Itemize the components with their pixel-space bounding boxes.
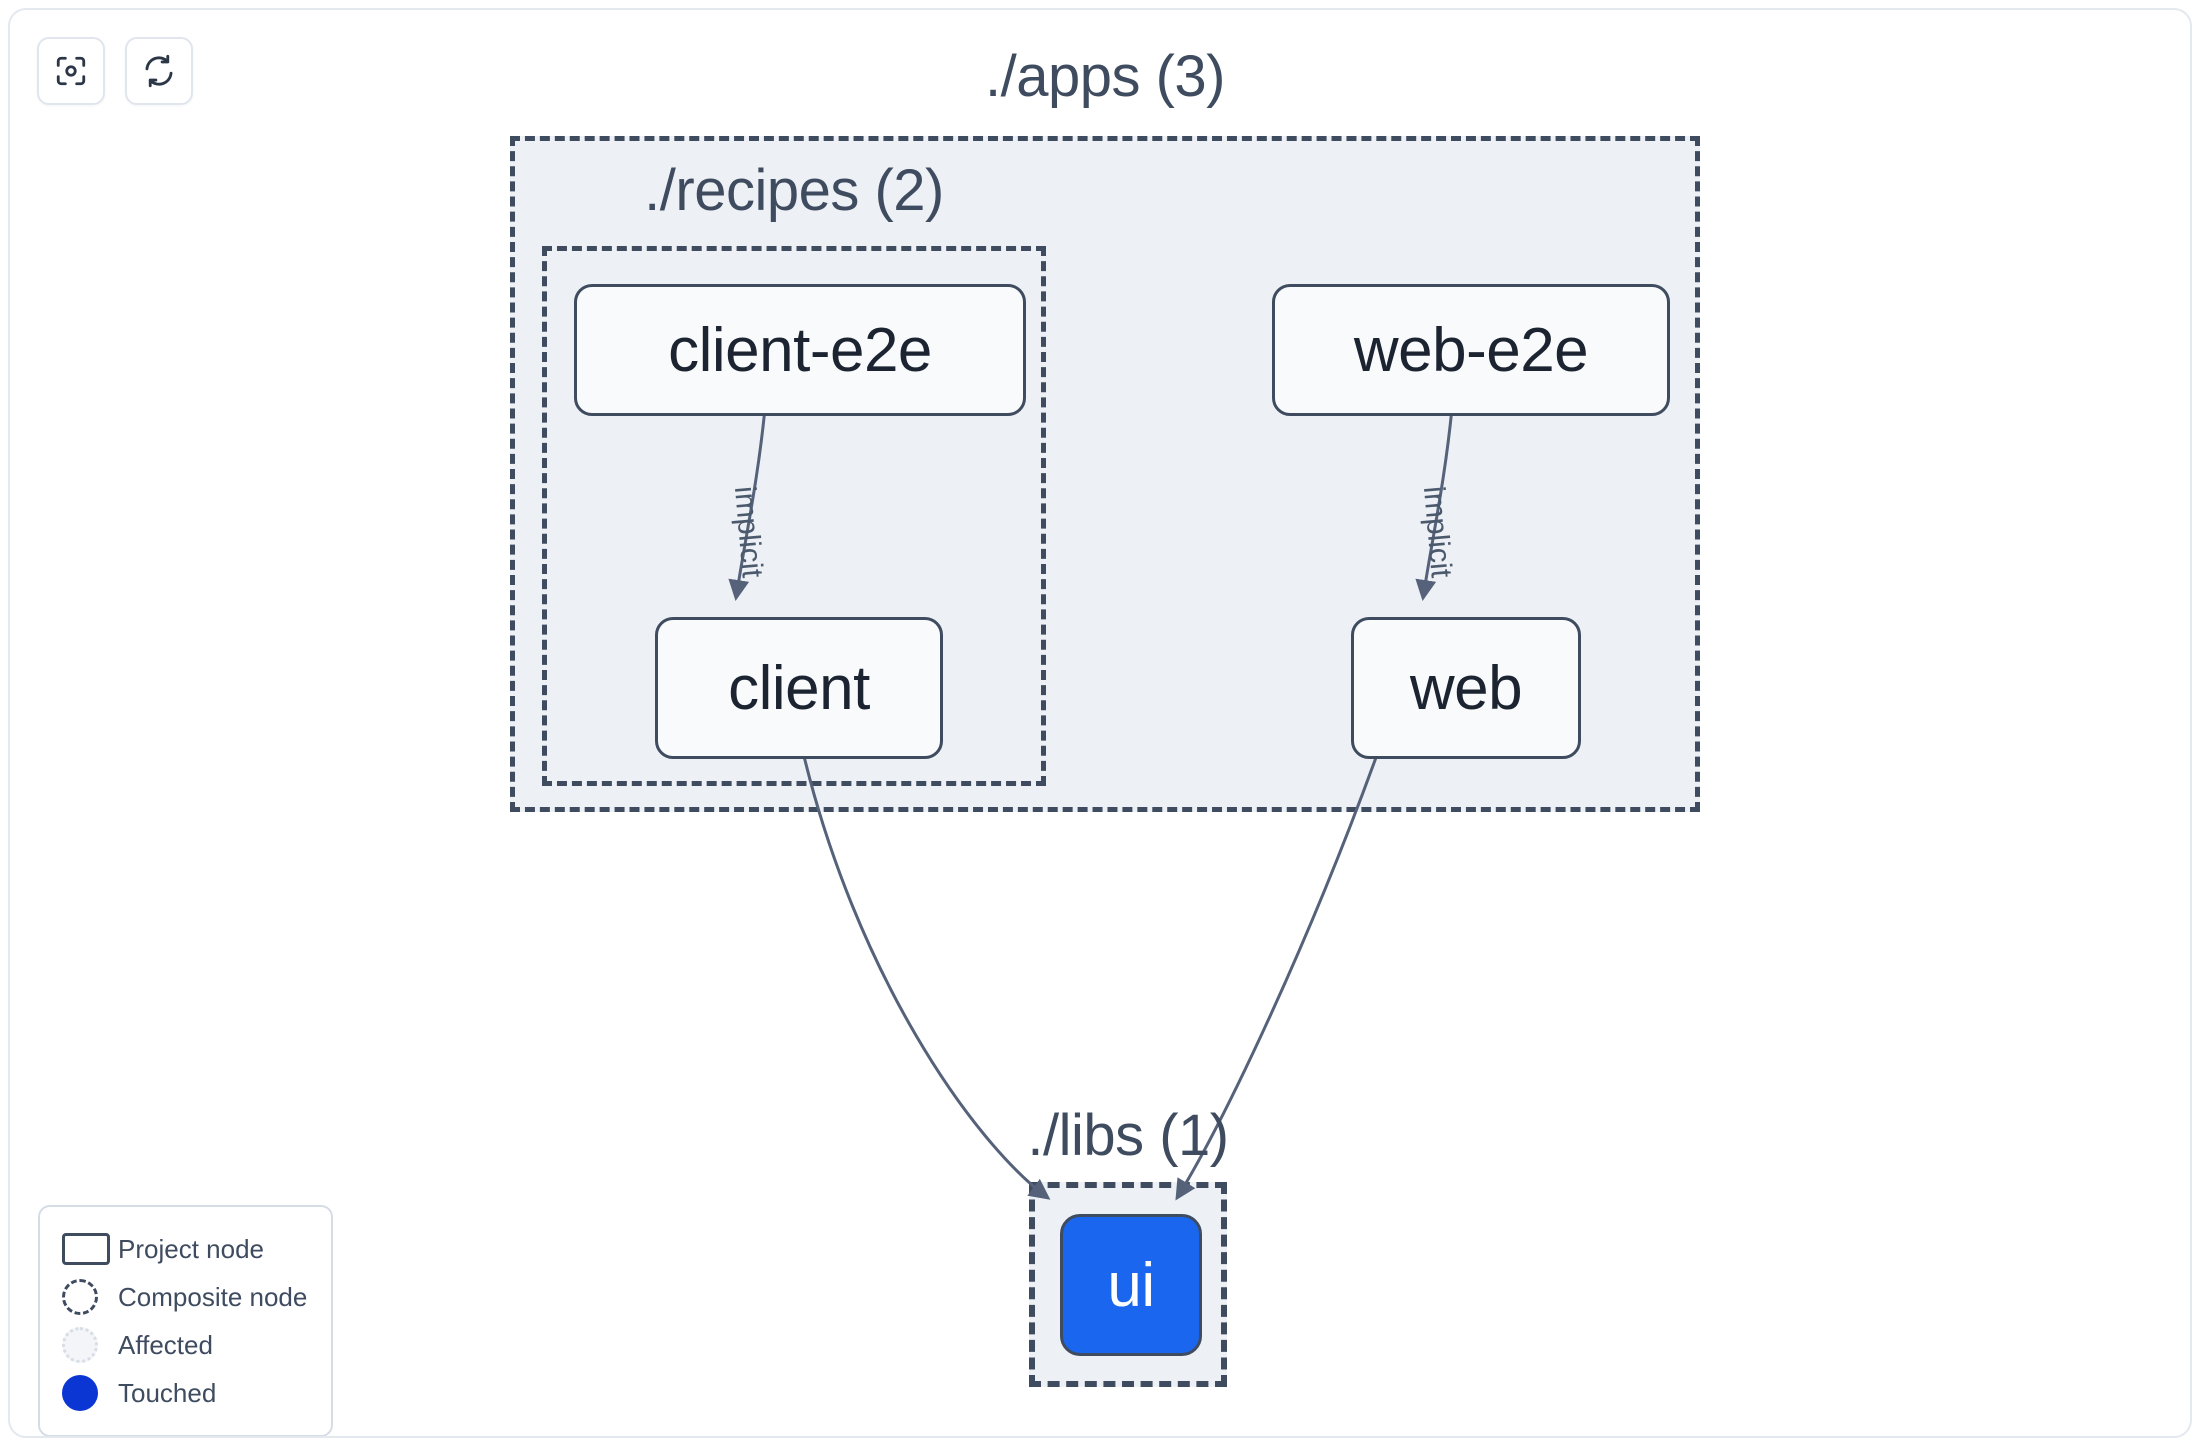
legend-item-project-node: Project node (62, 1225, 311, 1273)
project-node-client[interactable]: client (655, 617, 943, 759)
refresh-graph-button[interactable] (125, 37, 193, 105)
legend-item-touched: Touched (62, 1369, 311, 1417)
graph-toolbar (37, 37, 193, 105)
legend-label-touched: Touched (118, 1377, 217, 1408)
project-node-web-e2e[interactable]: web-e2e (1272, 284, 1670, 416)
project-node-web[interactable]: web (1351, 617, 1581, 759)
edge-client-to-ui (801, 751, 1051, 1200)
focus-graph-button[interactable] (37, 37, 105, 105)
touched-marker-icon (62, 1375, 118, 1411)
affected-marker-icon (62, 1327, 118, 1363)
legend-item-composite-node: Composite node (62, 1273, 311, 1321)
legend-label-composite-node: Composite node (118, 1281, 308, 1312)
legend-item-affected: Affected (62, 1321, 311, 1369)
composite-label-apps: ./apps (3) (985, 44, 1226, 109)
project-node-ui[interactable]: ui (1060, 1214, 1202, 1356)
graph-legend: Project node Composite node Affected Tou… (38, 1205, 333, 1436)
composite-label-libs: ./libs (1) (1027, 1103, 1229, 1168)
legend-label-affected: Affected (118, 1329, 213, 1360)
refresh-icon (142, 54, 176, 88)
project-node-client-e2e[interactable]: client-e2e (574, 284, 1026, 416)
graph-canvas[interactable]: ./apps (3) ./recipes (2) ./libs (1) impl… (10, 10, 2190, 1436)
composite-label-recipes: ./recipes (2) (644, 158, 944, 223)
focus-target-icon (54, 54, 88, 88)
project-graph-panel: ./apps (3) ./recipes (2) ./libs (1) impl… (8, 8, 2192, 1438)
legend-label-project-node: Project node (118, 1233, 264, 1264)
project-node-marker-icon (62, 1233, 118, 1265)
composite-node-marker-icon (62, 1279, 118, 1315)
